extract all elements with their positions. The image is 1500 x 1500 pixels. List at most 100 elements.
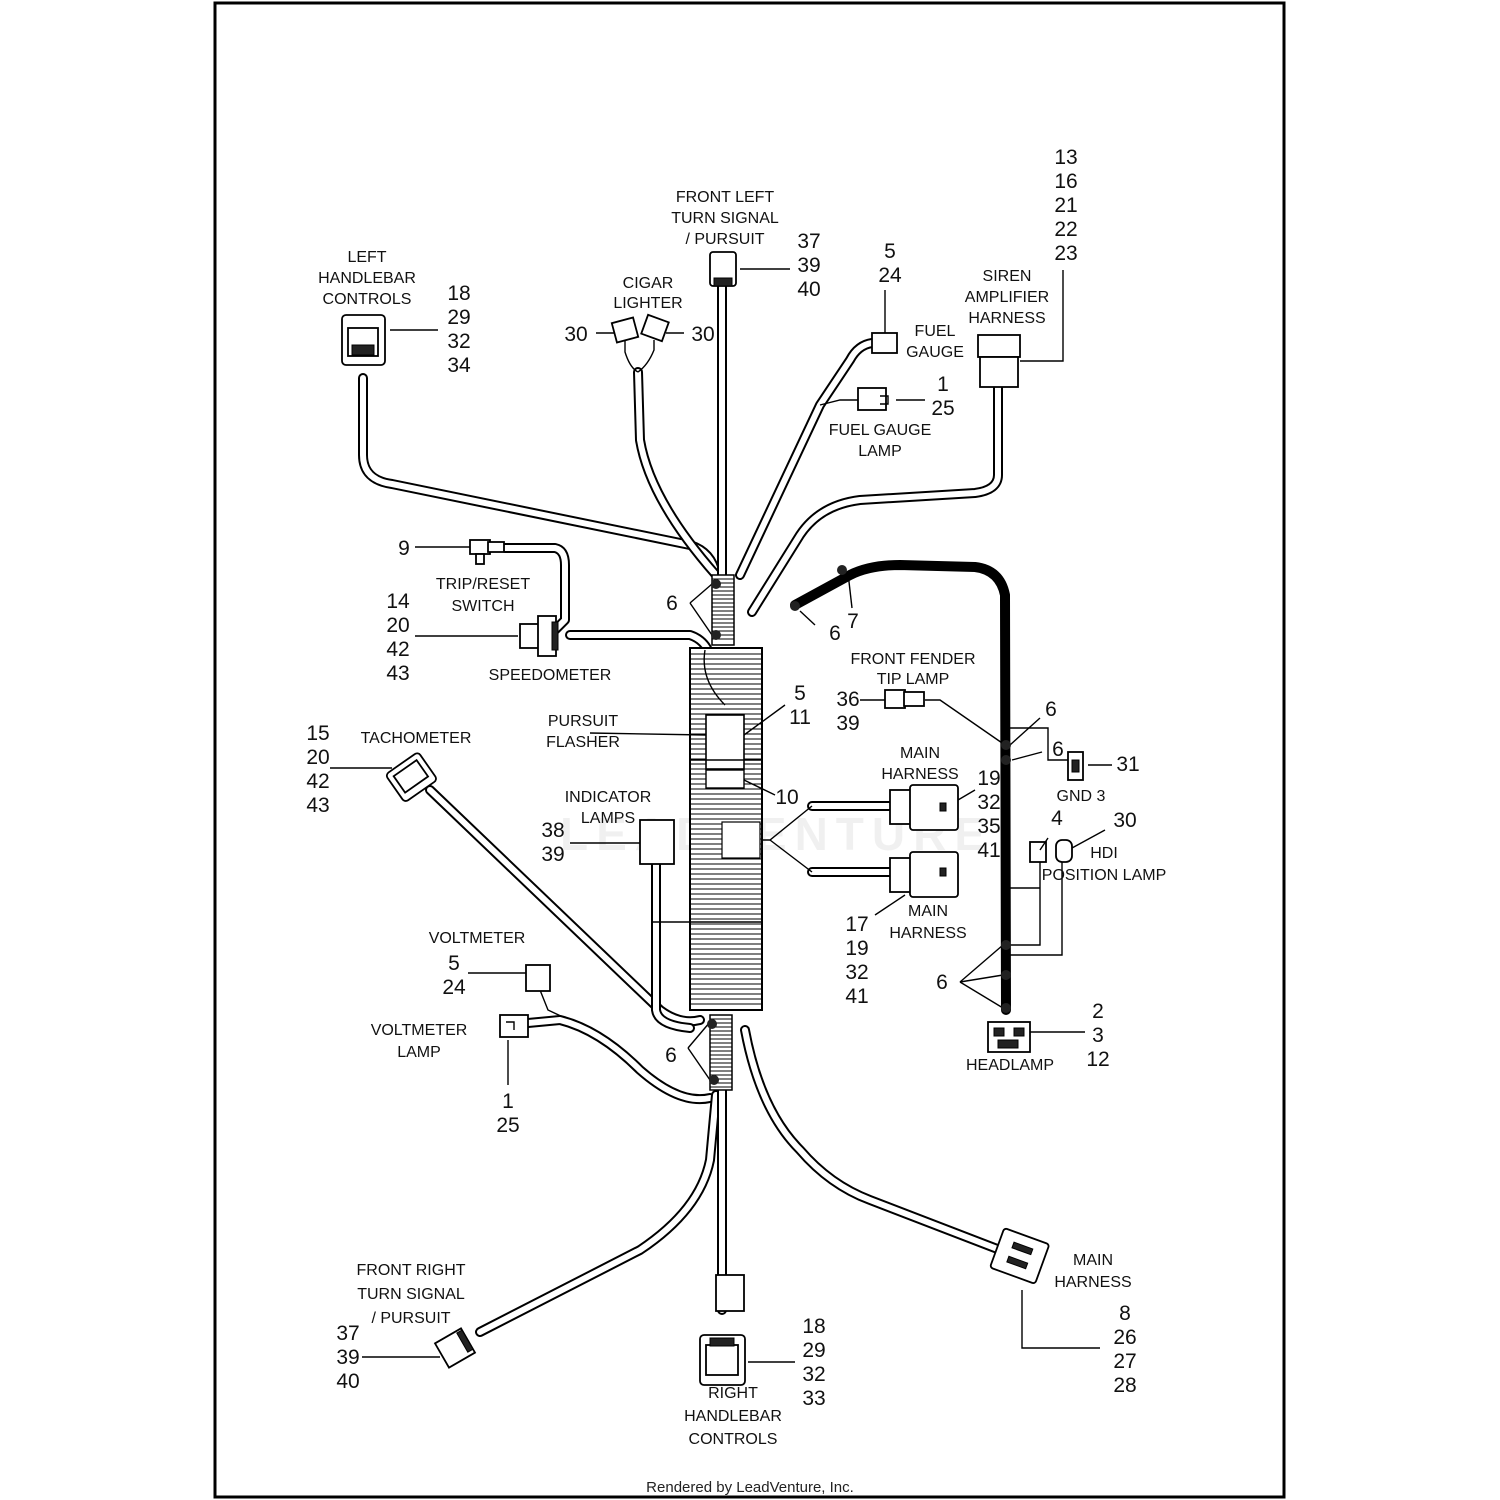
label-cigar-lighter: CIGAR (623, 275, 674, 292)
label-main-harness-upper: HARNESS (881, 766, 958, 783)
connector-indicator-lamps[interactable] (639, 819, 675, 865)
connector-tachometer[interactable] (385, 752, 437, 803)
connector-speedometer[interactable] (519, 615, 559, 657)
wire-bundles (358, 280, 1068, 1337)
callout-main-harness-right: 28 (1113, 1374, 1136, 1397)
label-front-left-turn-signal: / PURSUIT (685, 231, 764, 248)
label-siren-amplifier-harness: SIREN (983, 268, 1032, 285)
connector-fuel-gauge-lamp[interactable] (857, 387, 889, 411)
callout-voltmeter-lamp: 1 (502, 1090, 514, 1113)
callout-front-right-turn-signal: 37 (336, 1322, 359, 1345)
footer-credit: Rendered by LeadVenture, Inc. (646, 1479, 854, 1496)
label-trip-reset-switch: SWITCH (451, 598, 514, 615)
label-gnd3: GND 3 (1057, 788, 1106, 805)
label-voltmeter-lamp: VOLTMETER (371, 1022, 468, 1039)
label-fuel-gauge-lamp: LAMP (858, 443, 902, 460)
callout-fuel-gauge: 24 (878, 264, 902, 287)
callout-headlamp: 3 (1092, 1024, 1104, 1047)
callout-speedometer: 20 (386, 614, 409, 637)
connector-left-handlebar[interactable] (341, 314, 386, 366)
label-main-harness-lower: HARNESS (889, 925, 966, 942)
callout-voltmeter-lamp: 25 (496, 1114, 519, 1137)
label-tachometer: TACHOMETER (361, 730, 472, 747)
connector-front-right-turn[interactable] (433, 1327, 477, 1369)
callout-tachometer: 42 (306, 770, 329, 793)
callout-front-right-turn-signal: 40 (336, 1370, 359, 1393)
label-hdi-position-lamp: HDI (1090, 845, 1118, 862)
callout-left-handlebar-controls: 32 (447, 330, 470, 353)
callout-main-harness-upper: 41 (977, 839, 1000, 862)
label-main-harness-right: HARNESS (1054, 1274, 1131, 1291)
callout-indicator-lamps: 39 (541, 843, 564, 866)
label-fuel-gauge: FUEL (915, 323, 956, 340)
label-right-handlebar-controls: CONTROLS (689, 1431, 778, 1448)
label-pursuit-flasher: PURSUIT (548, 713, 618, 730)
callout-main-harness-right: 26 (1113, 1326, 1136, 1349)
callout-pursuit-flasher: 11 (789, 706, 811, 729)
wire-headlamp-loom (790, 560, 1011, 1015)
callout-voltmeter: 24 (442, 976, 466, 999)
callout-left-handlebar-controls: 29 (447, 306, 470, 329)
connector-voltmeter-lamp[interactable] (499, 1014, 529, 1038)
label-voltmeter-lamp: LAMP (397, 1044, 441, 1061)
label-right-handlebar-controls: HANDLEBAR (684, 1408, 782, 1425)
label-front-fender-tip-lamp: FRONT FENDER (850, 651, 975, 668)
label-trip-reset-switch: TRIP/RESET (436, 576, 530, 593)
main-harness-loom (652, 574, 763, 1091)
callout-front-left-turn-signal: 39 (797, 254, 820, 277)
connector-right-handlebar[interactable] (699, 1274, 746, 1386)
label-hdi-position-lamp: POSITION LAMP (1042, 867, 1166, 884)
connector-main-harness-lower[interactable] (889, 851, 959, 898)
callout-siren-amplifier-harness: 16 (1054, 170, 1077, 193)
callout-right-handlebar-controls: 33 (802, 1387, 825, 1410)
label-front-right-turn-signal: TURN SIGNAL (357, 1286, 465, 1303)
callout-right-handlebar-controls: 32 (802, 1363, 825, 1386)
label-siren-amplifier-harness: AMPLIFIER (965, 289, 1049, 306)
callout-main-harness-lower: 32 (845, 961, 868, 984)
page-frame (213, 1, 1286, 1499)
label-speedometer: SPEEDOMETER (489, 667, 612, 684)
label-main-harness-right: MAIN (1073, 1252, 1113, 1269)
connector-gnd3[interactable] (1067, 751, 1084, 781)
label-front-right-turn-signal: FRONT RIGHT (356, 1262, 465, 1279)
connector-cigar-lighter-right[interactable] (640, 313, 670, 343)
label-main-harness-upper: MAIN (900, 745, 940, 762)
connector-front-left-turn[interactable] (709, 251, 737, 287)
callout-front-left-turn-signal: 40 (797, 278, 820, 301)
callout-voltmeter: 5 (448, 952, 460, 975)
label-voltmeter: VOLTMETER (429, 930, 526, 947)
label-left-handlebar-controls: CONTROLS (323, 291, 412, 308)
wire-indicator-lamps (651, 860, 695, 1033)
callout-front-left-turn-signal: 37 (797, 230, 820, 253)
connector-voltmeter[interactable] (525, 964, 551, 992)
callout-front-fender-tip-lamp: 36 (836, 688, 859, 711)
label-front-fender-tip-lamp: TIP LAMP (877, 671, 950, 688)
callout-clip-upper-left: 6 (666, 592, 678, 615)
callout-left-handlebar-controls: 34 (447, 354, 471, 377)
connector-siren-amplifier[interactable] (977, 334, 1021, 388)
callout-front-right-turn-signal: 39 (336, 1346, 359, 1369)
callout-hdi-right: 30 (1113, 809, 1136, 832)
callout-main-harness-upper: 19 (977, 767, 1000, 790)
label-right-handlebar-controls: RIGHT (708, 1385, 758, 1402)
callout-clip-top-right: 7 (847, 610, 859, 633)
label-indicator-lamps: INDICATOR (565, 789, 652, 806)
callout-main-harness-lower: 17 (845, 913, 868, 936)
label-cigar-lighter: LIGHTER (613, 295, 682, 312)
connector-main-harness-right[interactable] (989, 1227, 1050, 1284)
connector-hdi-position-lamp[interactable] (1055, 839, 1073, 863)
connector-fuel-gauge[interactable] (871, 332, 898, 354)
wire-fuel-gauge (735, 338, 877, 580)
connector-headlamp[interactable] (987, 1021, 1031, 1053)
callout-fuel-gauge-lamp: 1 (937, 373, 949, 396)
connector-cigar-lighter-left[interactable] (610, 316, 640, 344)
callout-clip-right-lower: 6 (936, 971, 948, 994)
callout-tachometer: 43 (306, 794, 329, 817)
connector-trip-reset-switch[interactable] (469, 539, 505, 565)
connector-main-harness-upper[interactable] (889, 784, 959, 831)
callout-clip-right-b: 6 (1052, 738, 1064, 761)
label-main-harness-lower: MAIN (908, 903, 948, 920)
connector-front-fender-tip-lamp[interactable] (884, 689, 925, 709)
